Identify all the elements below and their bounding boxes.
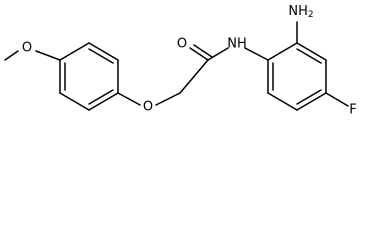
methoxy-oxygen-label: O [22, 41, 32, 56]
bond-carbonyl-n [207, 47, 229, 61]
aminofluorophenyl-ring [267, 42, 327, 111]
amino-group-label: NH2 [288, 4, 313, 20]
methoxyphenyl-ring [59, 42, 119, 111]
amide-nh-label: NH [227, 37, 247, 52]
bond-o-ring1 [35, 50, 61, 61]
bond-ring1-ether-o [117, 92, 141, 106]
carbonyl-oxygen-label: O [177, 37, 187, 52]
bond-ether-o-ch2 [155, 92, 181, 106]
bond-carbonyl-o [189, 47, 209, 61]
bond-n-ring2 [244, 47, 269, 61]
bond-ch2-carbonyl [179, 59, 209, 94]
structure-diagram: O O O NH NH2 F [4, 4, 357, 118]
bond-methyl-o [4, 50, 19, 61]
ether-oxygen-label: O [143, 100, 153, 115]
fluorine-label: F [349, 103, 356, 118]
bond-ring2-fluoro [325, 92, 349, 107]
